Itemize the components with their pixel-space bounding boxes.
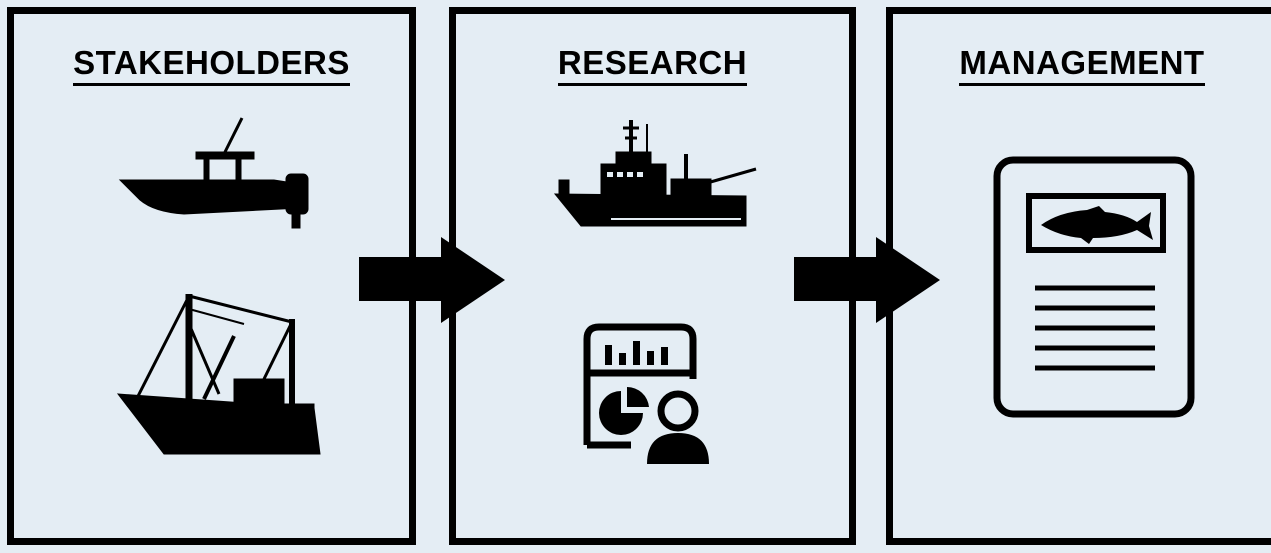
management-title: MANAGEMENT	[893, 44, 1271, 86]
arrow-stakeholders-to-research-icon	[359, 237, 505, 323]
arrow-research-to-management-icon	[794, 237, 940, 323]
commercial-fishing-vessel-icon	[116, 294, 321, 455]
fish-report-document-icon	[993, 156, 1195, 418]
stakeholders-title: STAKEHOLDERS	[14, 44, 409, 86]
stakeholders-panel: STAKEHOLDERS	[7, 7, 416, 545]
research-vessel-icon	[553, 120, 757, 227]
recreational-boat-icon	[118, 117, 309, 229]
management-panel: MANAGEMENT	[886, 7, 1271, 545]
data-analysis-icon	[583, 323, 709, 464]
research-title: RESEARCH	[456, 44, 849, 86]
